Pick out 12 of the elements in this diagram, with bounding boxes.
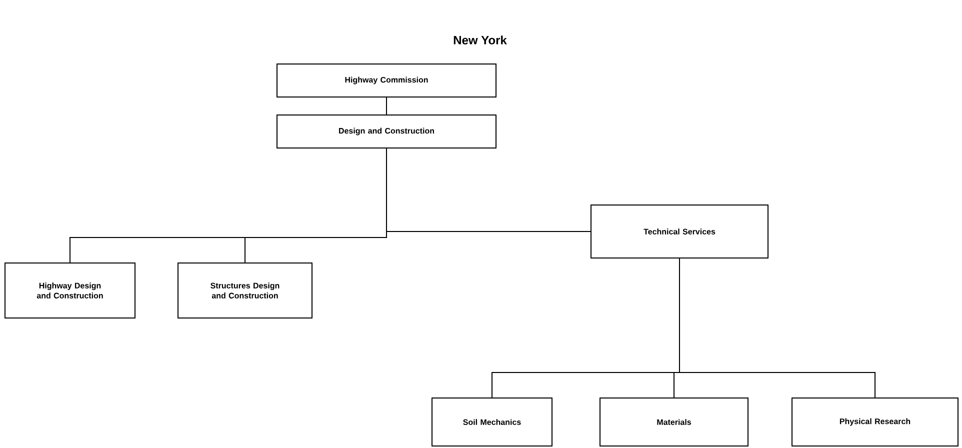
org-box: Design and Construction (276, 114, 496, 148)
org-box: Physical Research (792, 398, 958, 446)
connector-line (679, 258, 876, 398)
org-box: Structures Design and Construction (178, 262, 312, 318)
connector-line (386, 148, 591, 232)
org-box: Highway Design and Construction (4, 262, 136, 318)
org-box: Soil Mechanics (432, 398, 552, 446)
connector-line (386, 97, 387, 115)
org-box: Highway Commission (276, 64, 496, 98)
org-box: Materials (600, 398, 748, 446)
org-box: Technical Services (590, 204, 768, 258)
title: New York (454, 36, 507, 44)
